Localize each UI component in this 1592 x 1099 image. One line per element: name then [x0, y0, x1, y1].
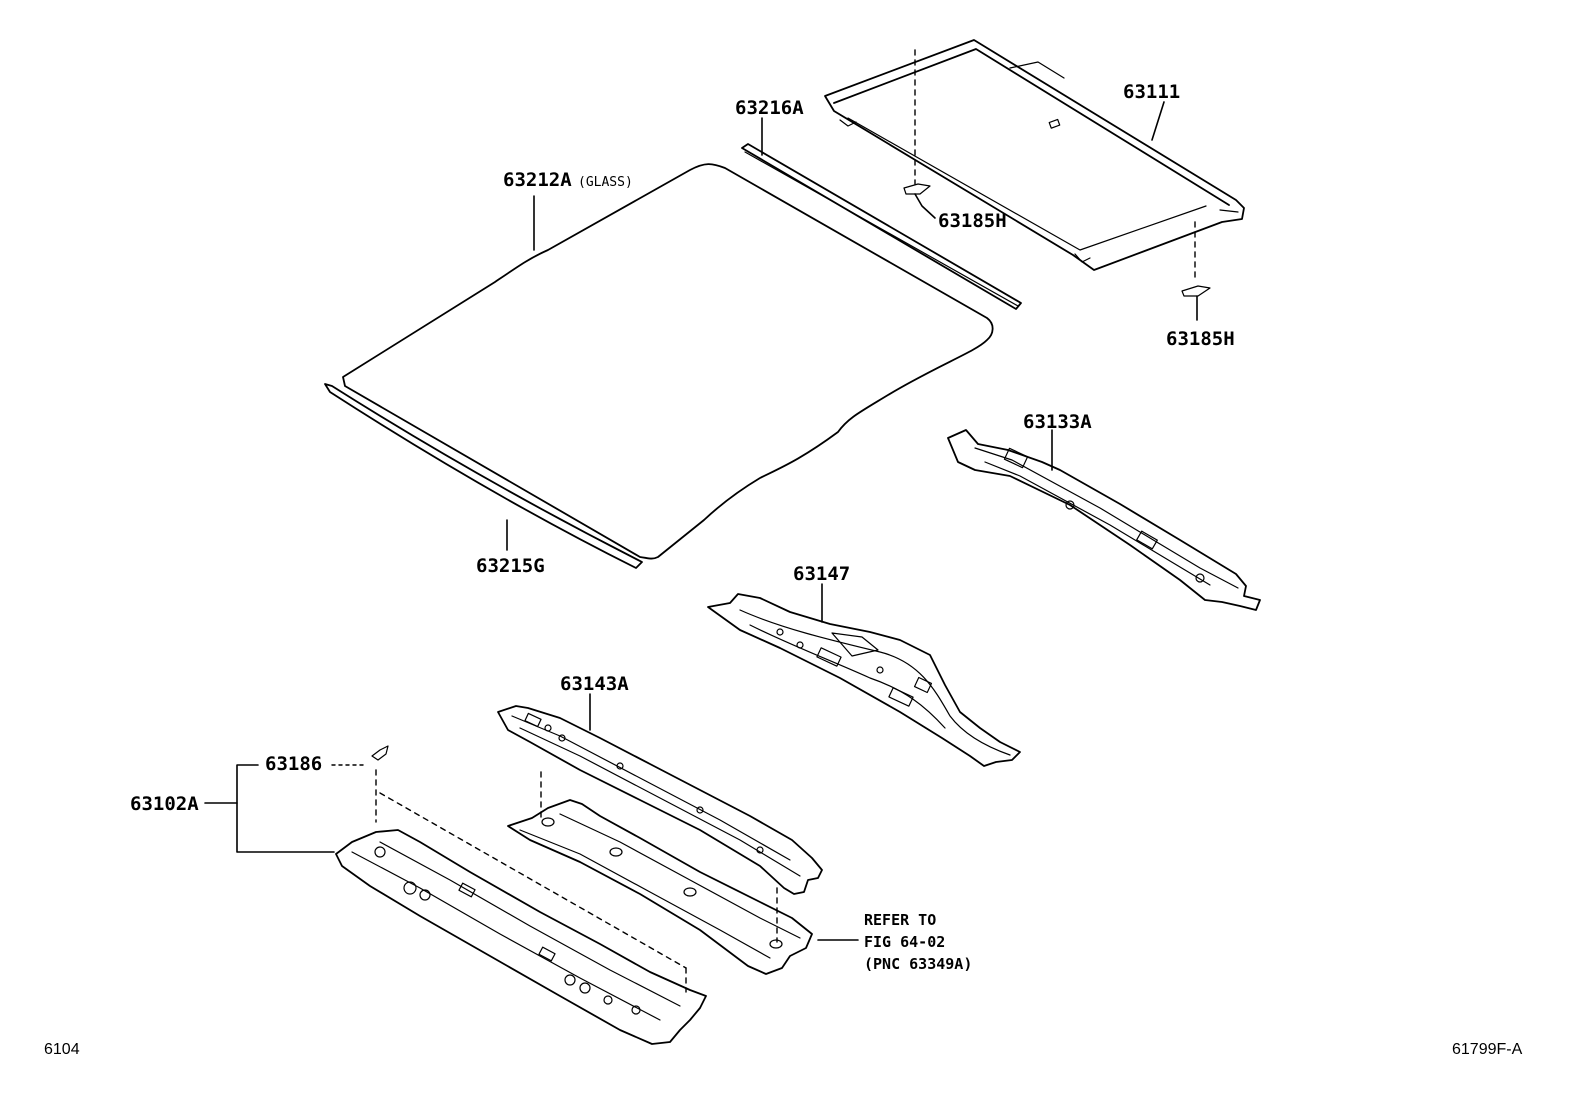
label-63133A: 63133A: [1023, 411, 1092, 433]
label-63212A-note: (GLASS): [578, 175, 633, 190]
part-63102A-front-panel: [335, 769, 707, 1045]
part-inner-reinforcement-panel: [507, 771, 859, 975]
part-63133A-rear-rail: [947, 429, 1261, 611]
bracket-63102A: [204, 764, 335, 853]
ref-line-2: FIG 64-02: [864, 933, 945, 951]
footer-right-code: 61799F-A: [1452, 1041, 1523, 1058]
part-63215G-weatherstrip: [324, 383, 643, 569]
label-63143A: 63143A: [560, 673, 629, 695]
part-63216A-trim-strip: [741, 117, 1022, 310]
label-63185H-top: 63185H: [938, 210, 1007, 232]
part-63212A-roof-glass: [342, 163, 994, 560]
footer-left-code: 6104: [44, 1041, 80, 1058]
leader-63111: [1151, 101, 1165, 141]
label-63102A: 63102A: [130, 793, 199, 815]
label-63186: 63186: [265, 753, 322, 775]
part-63185H-clip-bottom: [1181, 221, 1211, 321]
ref-line-3: (PNC 63349A): [864, 955, 972, 973]
part-63185H-clip-top: [903, 49, 936, 219]
label-63147: 63147: [793, 563, 850, 585]
label-63111: 63111: [1123, 81, 1180, 103]
part-63186-clip: [331, 745, 389, 766]
label-63216A: 63216A: [735, 97, 804, 119]
label-63215G: 63215G: [476, 555, 545, 577]
ref-line-1: REFER TO: [864, 911, 936, 929]
part-63147-roof-bow: [707, 583, 1021, 767]
label-63212A: 63212A: [503, 169, 572, 191]
label-63185H-bottom: 63185H: [1166, 328, 1235, 350]
part-63143A-front-header: [497, 693, 823, 895]
part-63111-roof-panel: [824, 39, 1245, 271]
